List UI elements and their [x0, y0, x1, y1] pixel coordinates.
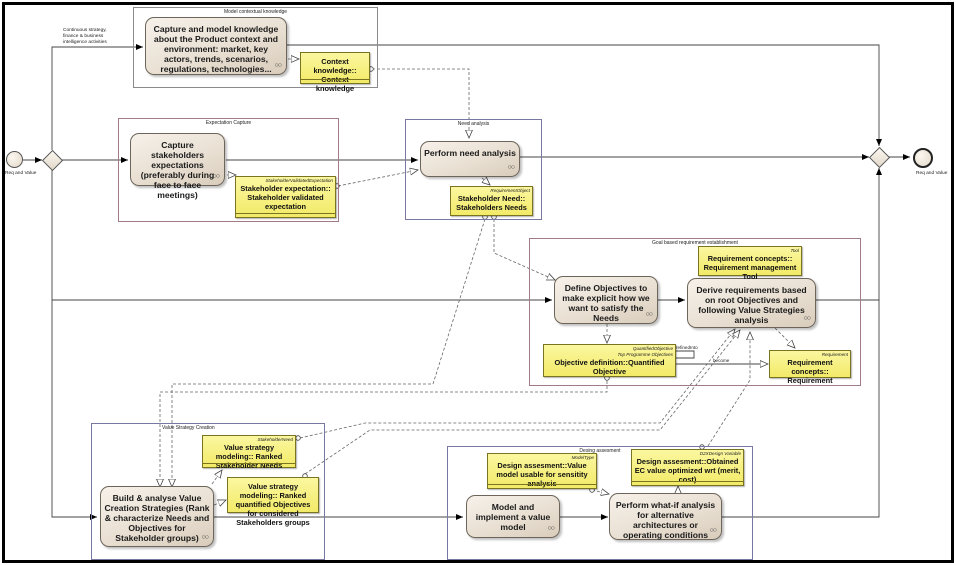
- data-label: Value strategy modeling:: Ranked quantif…: [235, 482, 311, 527]
- task-what-if-analysis[interactable]: Perform what-if analysis for alternative…: [609, 493, 722, 540]
- task-perform-need-analysis[interactable]: Perform need analysis ○○: [420, 141, 520, 177]
- region-expectation-capture: Expectation Capture: [118, 118, 339, 222]
- region-title: Value Strategy Creation: [162, 425, 215, 431]
- stereotype-label: StakeholderValidatedExpectation: [265, 178, 333, 183]
- task-capture-model-knowledge[interactable]: Capture and model knowledge about the Pr…: [145, 17, 287, 75]
- loop-icon: ○○: [709, 527, 718, 534]
- data-objective-definition[interactable]: QuantifiedObjective Top Programme Object…: [543, 344, 676, 377]
- task-define-objectives[interactable]: Define Objectives to make explicit how w…: [554, 276, 658, 324]
- task-build-value-strategies[interactable]: Build & analyse Value Creation Strategie…: [100, 486, 214, 547]
- stereotype-label: ModelType: [571, 455, 594, 460]
- task-label: Define Objectives to make explicit how w…: [562, 283, 650, 323]
- data-context-knowledge[interactable]: Context knowledge:: Context knowledge: [300, 52, 370, 93]
- data-label: Design assesment::Value model usable for…: [496, 461, 588, 488]
- data-label: Design assesment::Obtained EC value opti…: [634, 457, 741, 484]
- task-label: Capture and model knowledge about the Pr…: [153, 24, 279, 74]
- region-need-analysis: Need analysis: [405, 119, 542, 220]
- region-title: Goal based requirement establishment: [652, 240, 738, 246]
- task-label: Derive requirements based on root Object…: [696, 285, 807, 325]
- task-label: Perform what-if analysis for alternative…: [615, 500, 716, 540]
- stereotype-label: D2XDesign Variable: [699, 451, 741, 456]
- refined-into-label: refinedInto: [676, 345, 698, 350]
- data-ranked-quantified-objectives[interactable]: Value strategy modeling:: Ranked quantif…: [227, 477, 319, 527]
- region-title: Desing assesment: [579, 448, 621, 454]
- end-event-label: Req and Value: [916, 171, 948, 176]
- stereotype-label: QuantifiedObjective: [632, 346, 673, 351]
- end-event[interactable]: [913, 148, 933, 168]
- data-label: Value strategy modeling:: Ranked Stakeho…: [215, 443, 283, 470]
- become-label: become: [713, 358, 730, 363]
- region-title: Expectation Capture: [205, 120, 252, 126]
- data-requirement-management-tool[interactable]: Tool Requirement concepts:: Requirement …: [698, 246, 802, 281]
- region-title: Need analysis: [457, 121, 490, 127]
- loop-icon: ○○: [803, 315, 812, 322]
- data-label: Objective definition::Quantified Objecti…: [554, 358, 665, 376]
- loop-icon: ○○: [507, 164, 516, 171]
- start-event[interactable]: [6, 151, 23, 168]
- stereotype-label: RequirementObject: [490, 188, 530, 193]
- loop-icon: ○○: [201, 534, 210, 541]
- data-label: Stakeholder Need:: Stakeholders Needs: [456, 194, 527, 212]
- loop-icon: ○○: [212, 173, 221, 180]
- task-label: Build & analyse Value Creation Strategie…: [104, 493, 210, 543]
- loop-icon: ○○: [274, 62, 283, 69]
- region-value-strategy-creation: Value Strategy Creation: [91, 423, 325, 560]
- flow-label-continuous: Continuous strategy, finance & business …: [63, 28, 107, 45]
- data-stakeholder-expectation[interactable]: StakeholderValidatedExpectation Stakehol…: [235, 176, 336, 218]
- region-model-contextual-knowledge: Model contextual knowledge: [133, 7, 378, 88]
- task-model-value-model[interactable]: Model and implement a value model ○○: [466, 495, 560, 538]
- task-derive-requirements[interactable]: Derive requirements based on root Object…: [687, 278, 816, 328]
- data-label: Context knowledge:: Context knowledge: [313, 57, 357, 93]
- region-title: Model contextual knowledge: [223, 9, 288, 15]
- data-value-model[interactable]: ModelType Design assesment::Value model …: [487, 453, 597, 489]
- stereotype-label-2: Top Programme Objectives: [617, 352, 674, 357]
- task-label: Capture stakeholders expectations (prefe…: [140, 140, 215, 200]
- task-capture-stakeholders-expectations[interactable]: Capture stakeholders expectations (prefe…: [130, 133, 225, 200]
- stereotype-label: Requirement: [821, 352, 848, 357]
- task-label: Perform need analysis: [424, 148, 516, 158]
- region-design-assessment: Desing assesment: [447, 446, 753, 560]
- data-stakeholder-need[interactable]: RequirementObject Stakeholder Need:: Sta…: [450, 186, 533, 216]
- data-obtained-ec-value[interactable]: D2XDesign Variable Design assesment::Obt…: [631, 449, 744, 486]
- region-goal-based-requirement: Goal based requirement establishment: [529, 238, 861, 386]
- data-label: Requirement concepts:: Requirement manag…: [703, 254, 797, 281]
- stereotype-label: Tool: [790, 248, 799, 253]
- task-label: Model and implement a value model: [475, 502, 551, 532]
- data-requirement-concepts[interactable]: Requirement Requirement concepts:: Requi…: [769, 350, 851, 385]
- stereotype-label: StakeholderNeed: [257, 437, 294, 442]
- loop-icon: ○○: [547, 525, 556, 532]
- start-event-label: Req and Value: [5, 171, 37, 176]
- loop-icon: ○○: [645, 311, 654, 318]
- data-label: Requirement concepts:: Requirement: [787, 358, 833, 385]
- data-label: Stakeholder expectation:: Stakeholder va…: [240, 184, 331, 211]
- data-ranked-stakeholder-needs[interactable]: StakeholderNeed Value strategy modeling:…: [202, 435, 296, 470]
